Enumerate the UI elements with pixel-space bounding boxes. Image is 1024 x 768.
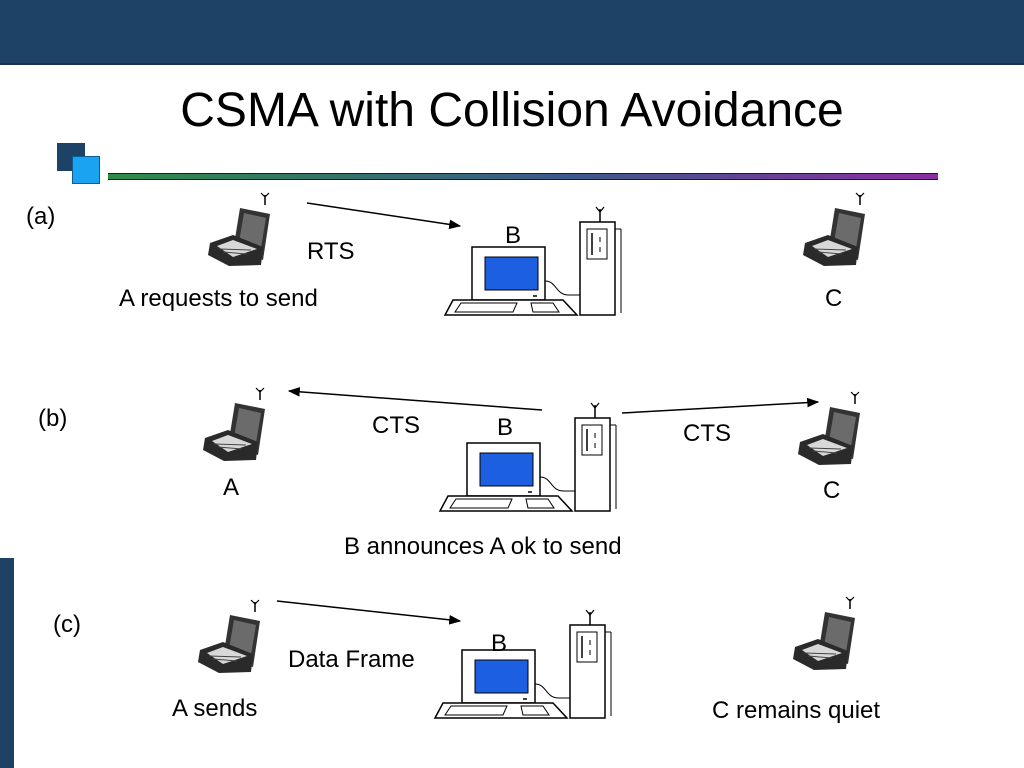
node-b-label-a: B (505, 222, 522, 249)
laptop-a-icon-c (197, 599, 261, 674)
caption-a: A requests to send (119, 285, 318, 312)
base-station-b-icon-c (434, 609, 612, 719)
decor-square-light (72, 156, 100, 184)
node-c-label-a: C (825, 285, 843, 312)
caption-a-sends: A sends (172, 695, 258, 722)
side-accent-bar (0, 558, 14, 768)
panel-a-label: (a) (26, 203, 56, 230)
node-b-label-c: B (491, 630, 508, 657)
node-b-label-b: B (497, 414, 514, 441)
base-station-b-icon-a (444, 206, 622, 316)
panel-b-label: (b) (38, 405, 68, 432)
base-station-b-icon-b (439, 402, 617, 512)
data-frame-arrow (276, 600, 462, 625)
laptop-a-icon-b (202, 387, 266, 462)
data-frame-label: Data Frame (288, 646, 415, 673)
slide-title: CSMA with Collision Avoidance (180, 84, 844, 137)
caption-c-quiet: C remains quiet (712, 697, 881, 724)
cts-arrow-left (287, 387, 543, 411)
caption-b: B announces A ok to send (344, 533, 622, 560)
node-a-label-b: A (223, 474, 240, 501)
rts-label: RTS (307, 238, 355, 265)
rts-arrow (306, 202, 462, 230)
header-bar (0, 0, 1024, 65)
cts-label-left: CTS (372, 412, 420, 439)
laptop-c-icon-c (792, 596, 856, 671)
laptop-c-icon-a (802, 192, 866, 267)
laptop-a-icon-a (207, 192, 271, 267)
node-c-label-b: C (823, 477, 841, 504)
panel-c-label: (c) (53, 611, 81, 638)
cts-label-right: CTS (683, 420, 731, 447)
cts-arrow-right (621, 397, 820, 414)
title-rule (108, 173, 938, 180)
